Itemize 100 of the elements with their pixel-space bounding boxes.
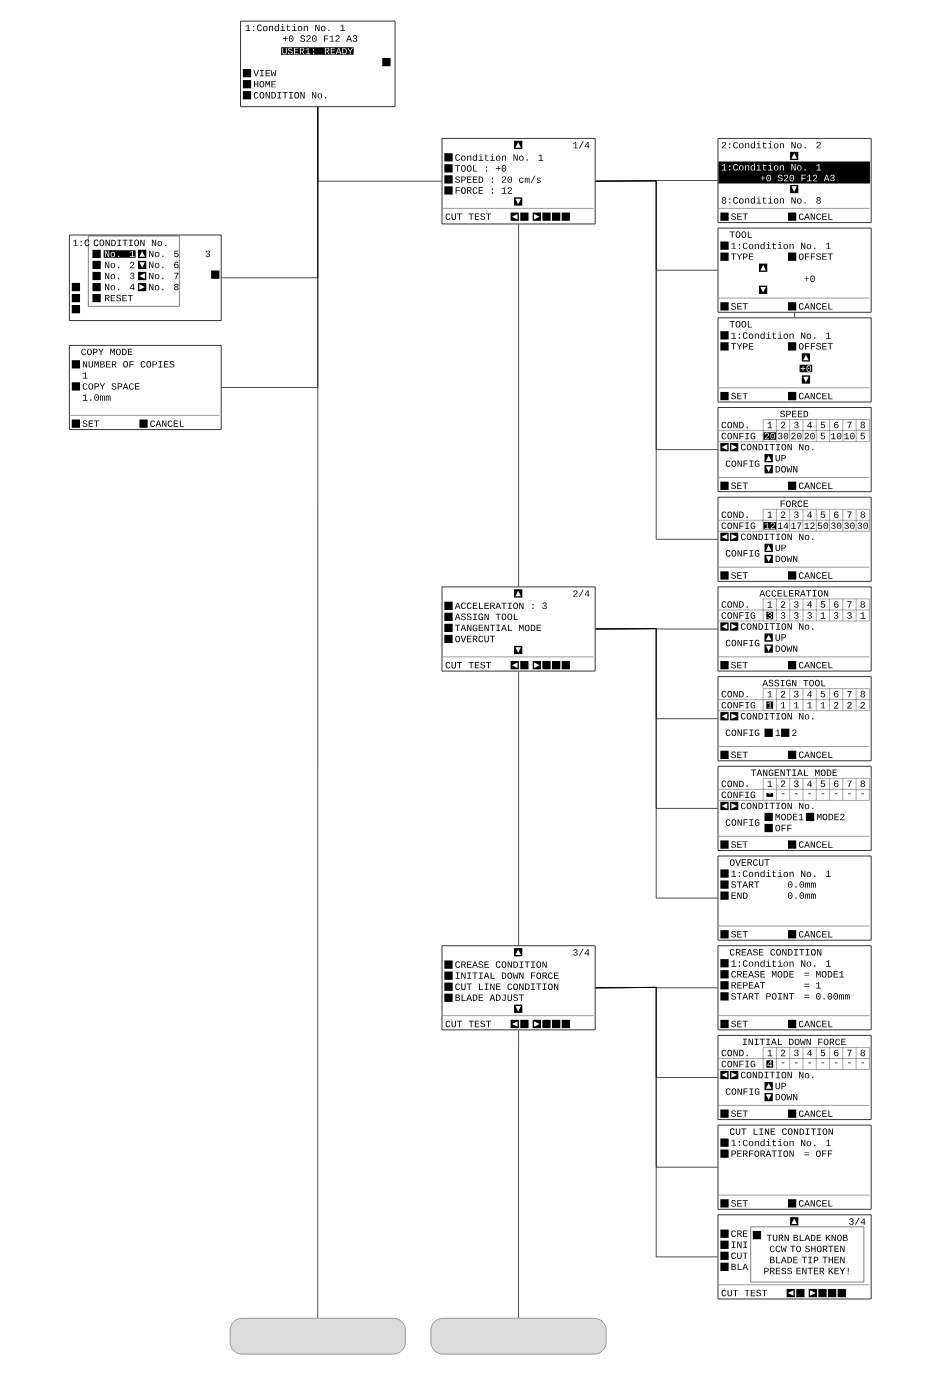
screen-text: CONFIG [721, 1060, 756, 1068]
screen-text: BLADE ADJUST [455, 994, 524, 1002]
screen-text: - [781, 1062, 785, 1064]
screen-text: 0.0mm [787, 881, 816, 888]
screen-text: INI [731, 1241, 748, 1248]
screen-text: 8:Condition No. 8 [721, 196, 821, 204]
highlighted-text: 1:Condition No. 1 [721, 163, 822, 171]
screen-text: CANCEL [798, 572, 833, 579]
screen-text: 1:C [73, 239, 90, 247]
screen-text: 5 [820, 780, 826, 788]
lcd-screen [717, 1214, 872, 1300]
screen-text: 50 [817, 522, 829, 530]
screen-text: 5 [820, 1049, 826, 1057]
screen-text: No. 8 [149, 283, 179, 291]
screen-text: 4 [807, 690, 813, 698]
screen-text: 6 [834, 1049, 839, 1057]
screen-text: 6 [834, 511, 839, 519]
screen-text: 1 [767, 1049, 773, 1057]
screen-text: FORCE : 12 [455, 187, 512, 194]
screen-text: 0.0mm [787, 892, 816, 899]
screen-text: 4 [807, 1049, 813, 1057]
screen-text: ASSIGN TOOL [454, 613, 518, 621]
screen-text: CUT TEST [445, 213, 492, 220]
lcd-screen [717, 227, 872, 313]
highlighted-text: 4 [766, 1060, 774, 1068]
screen-text: 3 [205, 250, 211, 258]
highlighted-text: 1 [766, 701, 774, 709]
screen-text: 1 [820, 612, 826, 619]
blank-tab [229, 1317, 406, 1355]
screen-text: 8 [860, 780, 865, 788]
screen-text: TYPE [731, 253, 754, 260]
blank-tab [430, 1317, 607, 1355]
screen-text: SET [731, 841, 748, 848]
screen-text: CREASE CONDITION [455, 961, 547, 968]
screen-text: - [848, 1062, 851, 1064]
screen-text: CONFIG [721, 701, 756, 709]
screen-text: 8 [860, 421, 865, 429]
lcd-screen [69, 234, 222, 321]
screen-text: TOOL [729, 231, 752, 238]
screen-text: 3 [794, 780, 799, 788]
screen-text: SET [731, 303, 748, 310]
screen-text: 7 [847, 511, 852, 518]
screen-text: 1 [820, 702, 826, 709]
screen-text: 5 [820, 601, 826, 608]
connector-line [595, 628, 718, 899]
screen-text: ACCELERATION : 3 [454, 602, 547, 610]
screen-text: SPEED : 20 cm/s [455, 175, 541, 183]
screen-text: VIEW [253, 69, 277, 77]
screen-text: 1:Condition No. 1 [245, 24, 345, 32]
screen-text: 2 [780, 690, 786, 698]
screen-text: - [808, 1062, 811, 1064]
screen-text: 1/4 [573, 141, 590, 149]
screen-text: COND. [721, 1049, 748, 1057]
screen-text: UP [775, 1082, 786, 1090]
screen-text: START [731, 881, 760, 888]
screen-text: CUT LINE CONDITION [455, 983, 559, 990]
highlighted-text: +0 [799, 364, 813, 373]
screen-text: 1 [860, 612, 866, 619]
screen-text: 5 [860, 432, 866, 440]
highlighted-text: - [766, 792, 774, 797]
highlighted-text: 20 [763, 432, 777, 440]
screen-text: 5 [820, 690, 826, 698]
screen-text: 30 [857, 522, 868, 530]
screen-text: CREASE MODE [731, 971, 794, 978]
screen-text: 5 [820, 432, 826, 440]
screen-text: CONDITION No. [253, 91, 327, 99]
screen-text: END [731, 892, 748, 899]
screen-text: 1:Condition No. 1 [731, 959, 831, 967]
lcd-screen [717, 586, 872, 672]
screen-text: 30 [831, 522, 842, 530]
screen-text: - [861, 793, 865, 795]
screen-text: No. 5 [149, 250, 179, 258]
screen-text: UP [775, 634, 786, 641]
screen-text: 4 [807, 601, 813, 608]
screen-text: TOOL [729, 321, 752, 328]
screen-text: = MODE1 [804, 971, 844, 978]
screen-text: COND. [721, 601, 748, 608]
screen-text: SET [731, 213, 748, 220]
screen-text: 1:Condition No. 1 [731, 331, 831, 339]
screen-text: - [834, 793, 838, 795]
message-text: TURN BLADE KNOB CCW TO SHORTEN BLADE TIP THEN PRESS ENTER KEY! [764, 1234, 849, 1275]
screen-text: SET [731, 392, 748, 400]
screen-text: COND. [721, 511, 748, 519]
screen-text: 1 [775, 729, 781, 736]
connector-line [317, 106, 319, 1319]
screen-text: 6 [834, 421, 839, 429]
screen-text: 4 [807, 421, 813, 429]
screen-text: OFFSET [798, 343, 833, 350]
connector-line [794, 312, 795, 318]
screen-text: 20 [791, 432, 802, 440]
screen-text: = 1 [804, 982, 821, 989]
screen-text: 3 [794, 511, 799, 519]
lcd-screen [441, 586, 596, 672]
screen-text: NUMBER OF COPIES [82, 361, 175, 368]
lcd-screen [717, 676, 872, 762]
screen-text: SET [731, 572, 748, 579]
screen-text: MODE2 [816, 813, 845, 821]
lcd-screen [717, 765, 872, 851]
screen-text: 3/4 [849, 1217, 866, 1225]
screen-text: - [821, 1062, 825, 1064]
